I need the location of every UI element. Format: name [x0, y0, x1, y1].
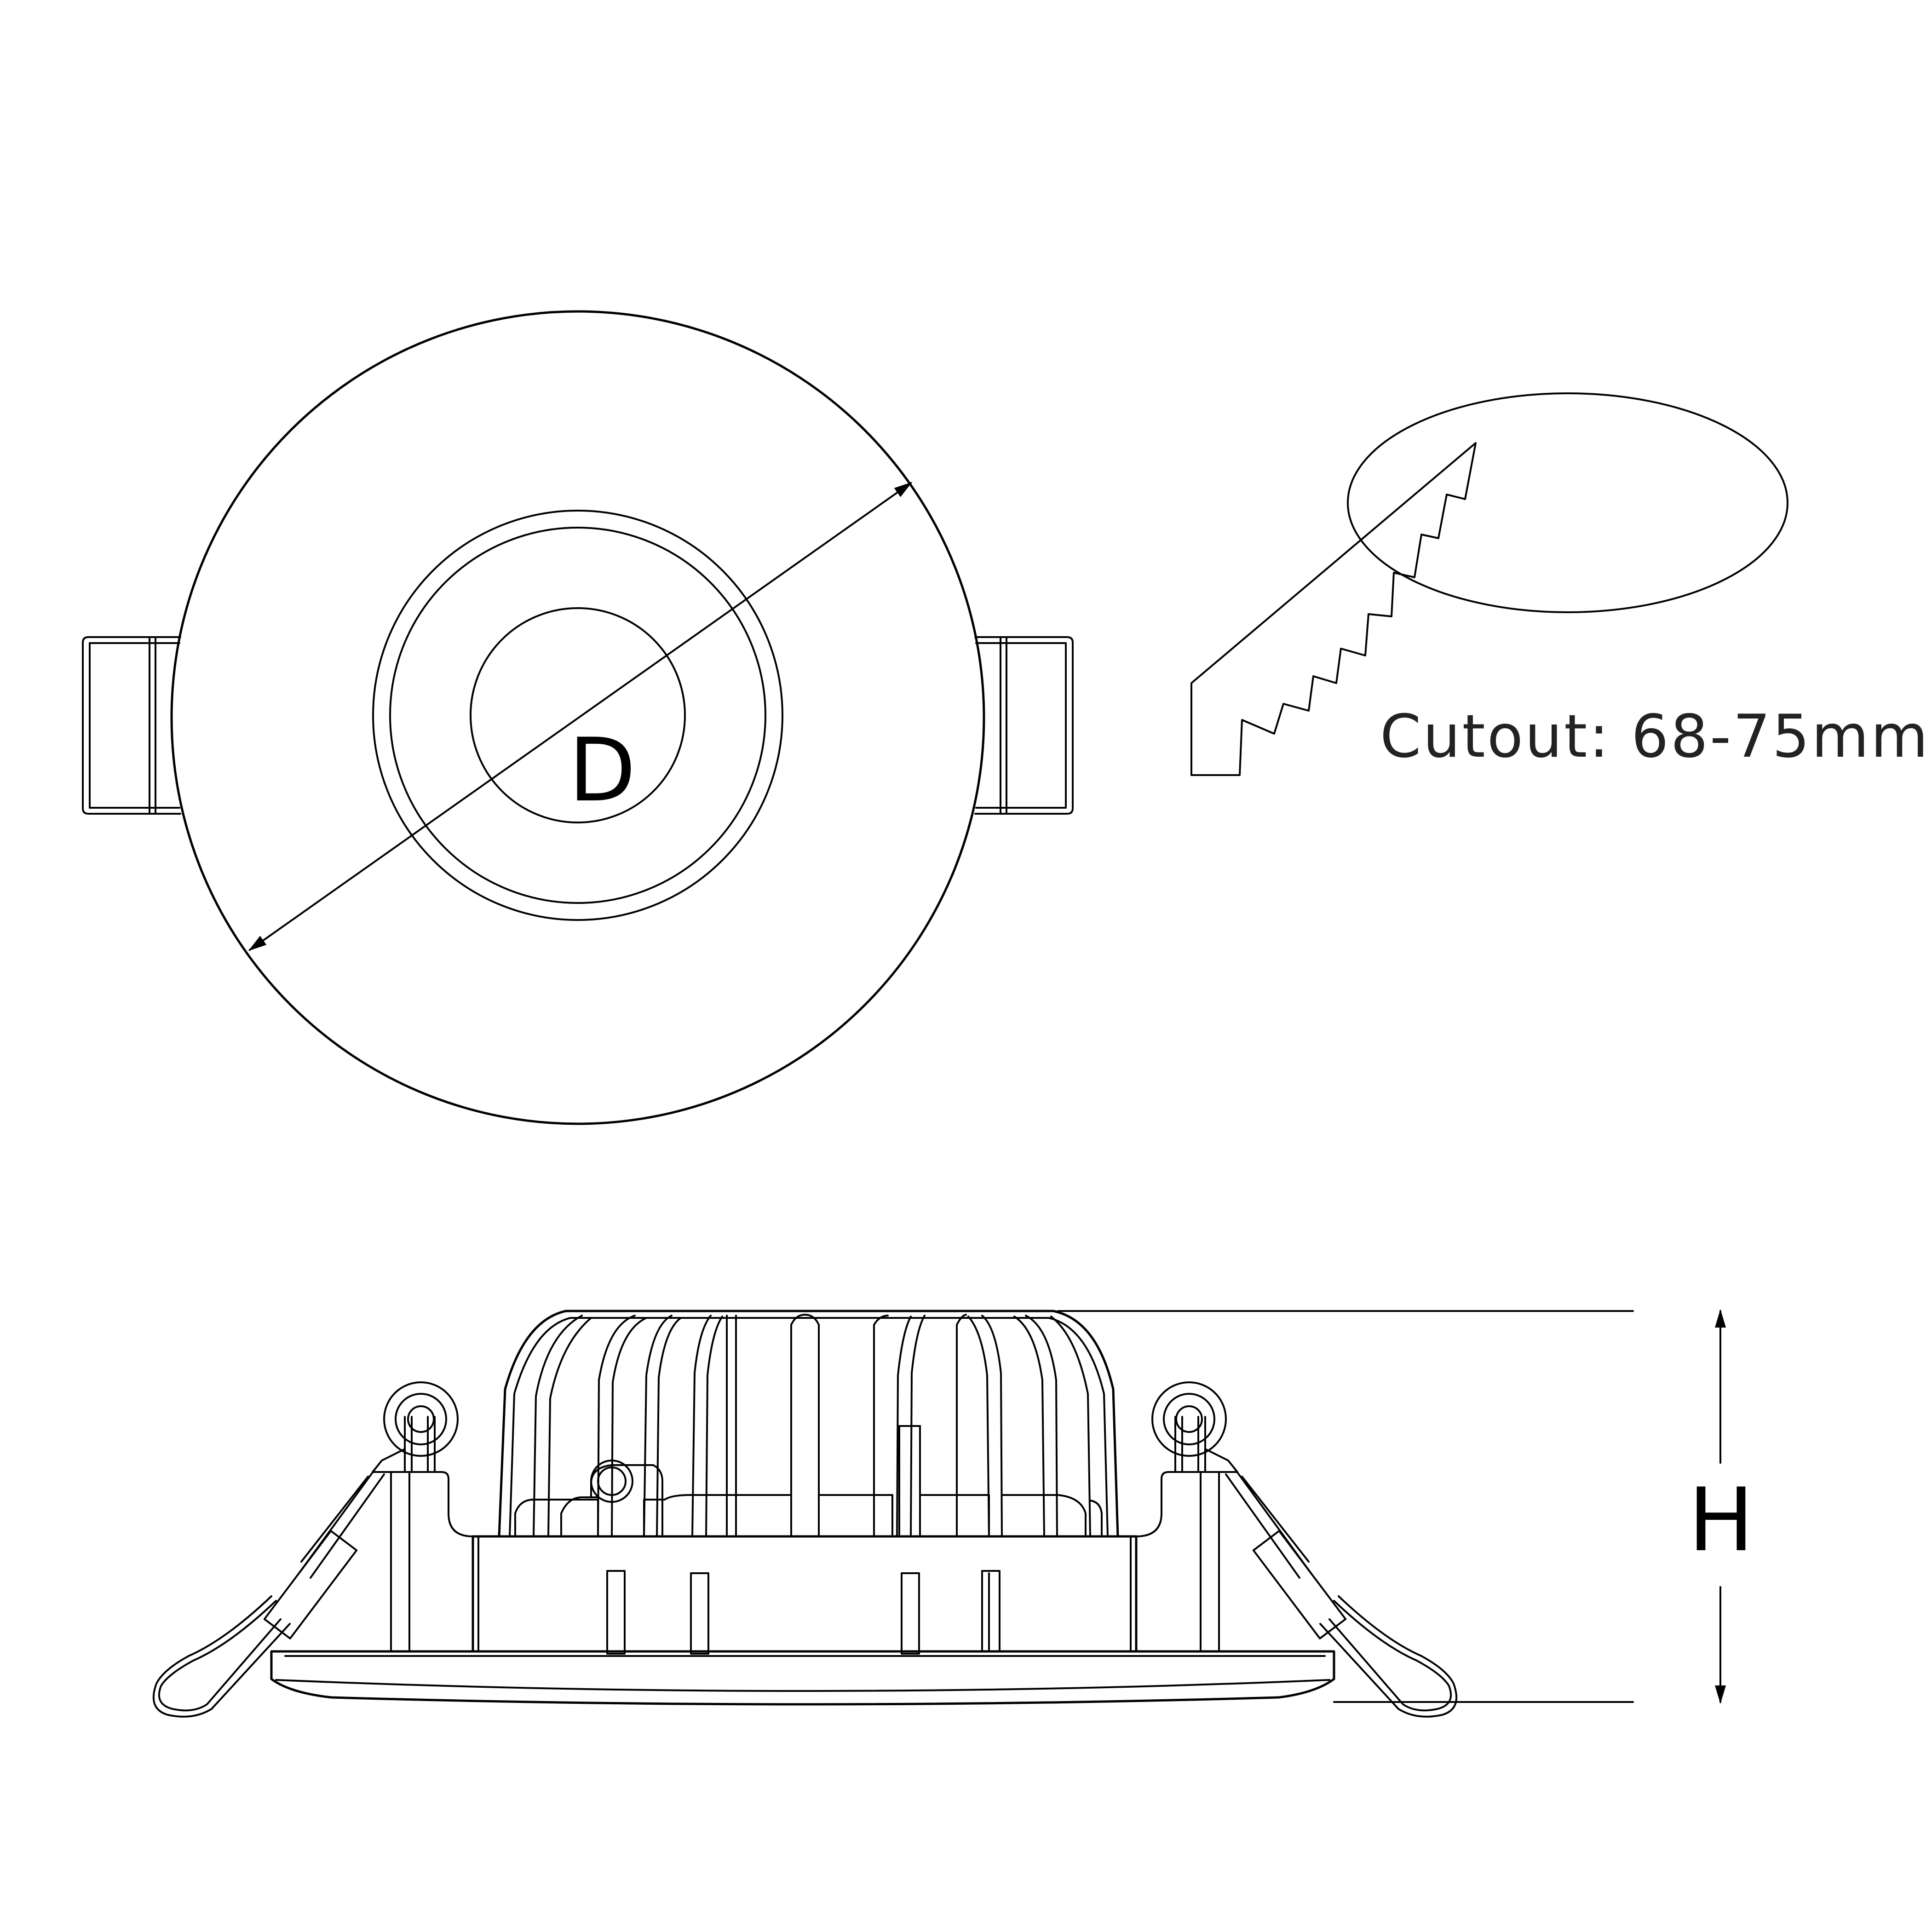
- right-spring-arm: [1225, 1466, 1458, 1718]
- diameter-dimension-line: [248, 482, 913, 951]
- bezel-outer-circle: [372, 510, 783, 921]
- left-spring-tab: [82, 636, 181, 815]
- cable-gland: [590, 1460, 663, 1537]
- heatsink-fins: [533, 1314, 1091, 1537]
- height-label: H: [1688, 1469, 1754, 1571]
- heatsink: [498, 1310, 1119, 1538]
- cutout-hole-ellipse: [1347, 392, 1788, 613]
- clip-posts: [390, 1471, 1220, 1652]
- left-spring-pivot: [372, 1381, 459, 1473]
- right-spring-pivot: [1151, 1381, 1238, 1473]
- bezel-inner-circle: [389, 527, 766, 904]
- saw-blade-icon: [1190, 442, 1477, 776]
- diameter-label: D: [569, 719, 636, 821]
- cutout-label: Cutout: 68-75mm: [1380, 702, 1930, 771]
- cutout-symbol: Cutout: 68-75mm: [1190, 392, 1930, 776]
- trim-flange: [270, 1650, 1335, 1706]
- top-view: D: [82, 310, 1074, 1125]
- right-spring-tab: [974, 636, 1074, 815]
- outer-trim-circle: [170, 310, 985, 1125]
- housing-body: [472, 1535, 1138, 1655]
- side-view: H: [152, 1309, 1754, 1718]
- height-dimension: H: [1057, 1309, 1754, 1704]
- left-spring-arm: [152, 1466, 385, 1718]
